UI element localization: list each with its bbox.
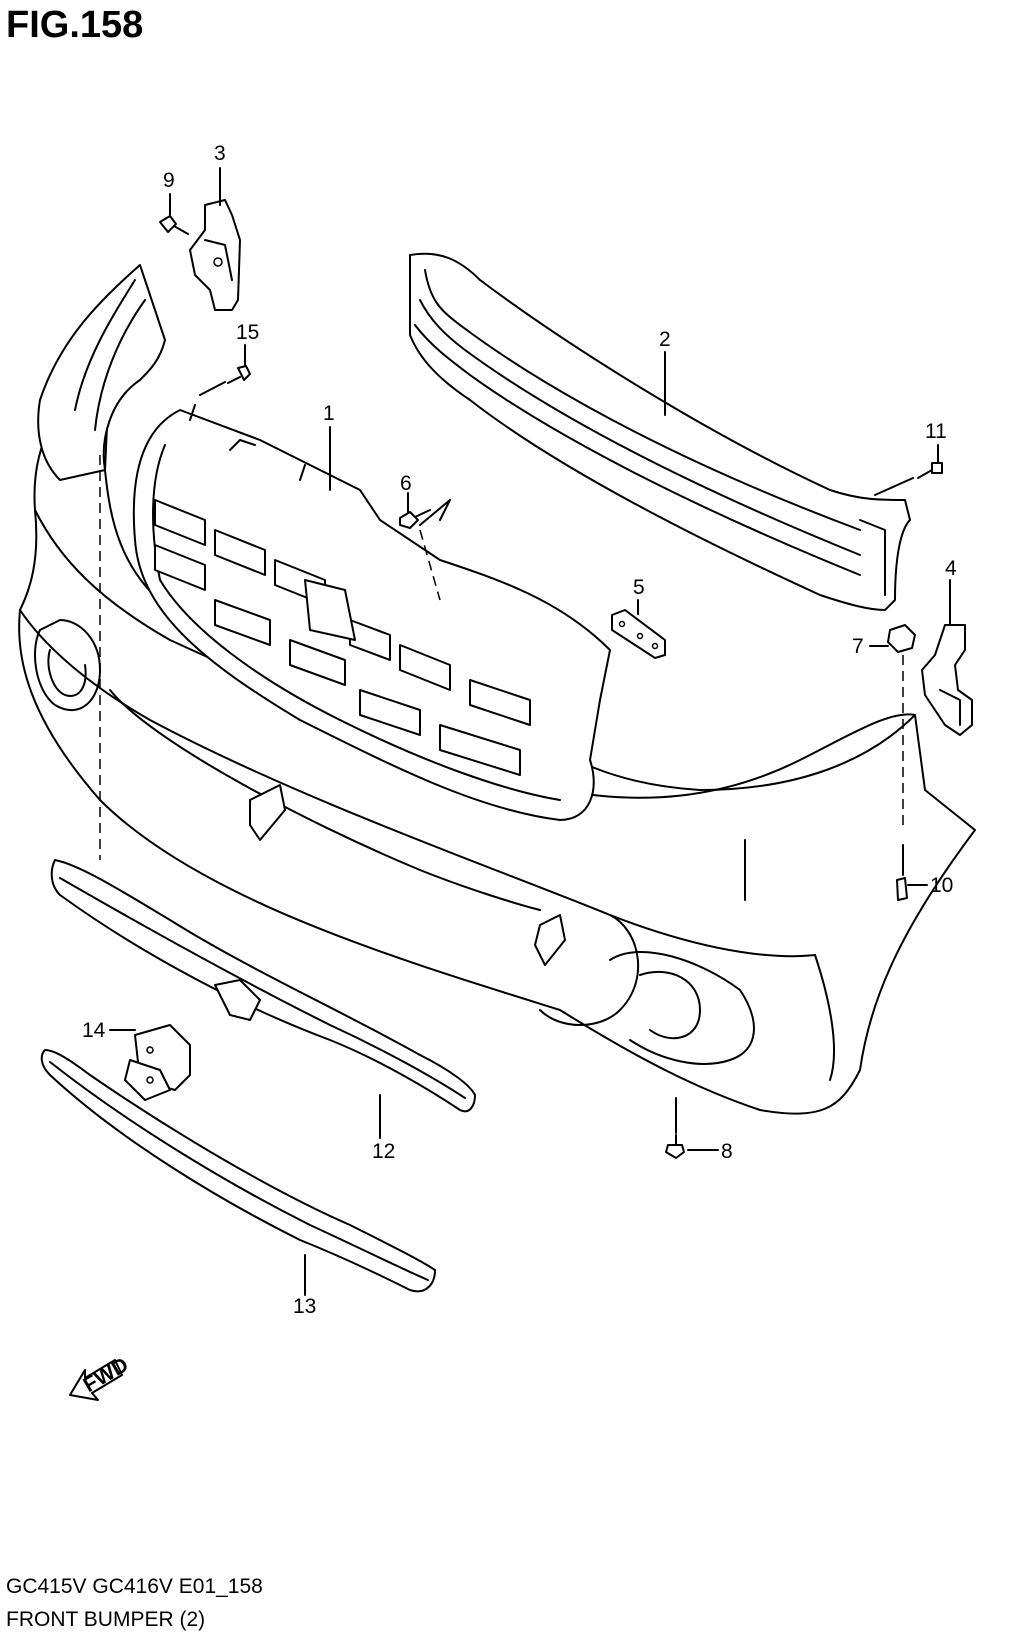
clip-10 bbox=[896, 877, 908, 901]
callout-15: 15 bbox=[236, 321, 259, 344]
callout-12: 12 bbox=[372, 1140, 395, 1163]
callout-11: 11 bbox=[925, 420, 947, 443]
callout-6: 6 bbox=[400, 472, 412, 495]
callout-9: 9 bbox=[163, 169, 175, 192]
callout-5: 5 bbox=[633, 576, 645, 599]
lower-trim-13 bbox=[40, 1049, 436, 1293]
callout-4: 4 bbox=[945, 557, 957, 580]
bracket-3 bbox=[189, 199, 241, 311]
lower-trim-12 bbox=[50, 859, 476, 1113]
screw-9 bbox=[159, 215, 189, 235]
callout-3: 3 bbox=[214, 142, 226, 165]
callout-labels: 3 9 15 1 2 11 6 5 4 7 10 14 12 8 13 bbox=[82, 142, 957, 1318]
plate-5 bbox=[611, 609, 666, 659]
screw-11 bbox=[917, 462, 943, 479]
callout-13: 13 bbox=[293, 1295, 316, 1318]
figure-code: GC415V GC416V E01_158 bbox=[6, 1575, 263, 1598]
figure-title: FIG.158 bbox=[6, 4, 144, 46]
fwd-arrow-icon: FWD bbox=[69, 1353, 132, 1401]
screw-6 bbox=[399, 509, 431, 529]
grille-slats bbox=[154, 499, 531, 776]
callout-7: 7 bbox=[852, 635, 864, 658]
bumper-upper-left bbox=[37, 264, 166, 481]
bracket-14 bbox=[124, 1024, 191, 1101]
grille-assembly bbox=[132, 404, 611, 821]
callout-2: 2 bbox=[659, 328, 671, 351]
clip-7 bbox=[887, 624, 916, 653]
bracket-4 bbox=[921, 624, 973, 736]
figure-name: FRONT BUMPER (2) bbox=[6, 1608, 206, 1631]
leader-lines bbox=[99, 167, 951, 1296]
callout-8: 8 bbox=[721, 1140, 733, 1163]
callout-14: 14 bbox=[82, 1019, 106, 1042]
upper-grille bbox=[409, 252, 911, 611]
callout-1: 1 bbox=[323, 402, 335, 425]
screw-8 bbox=[665, 1134, 685, 1159]
fwd-label: FWD bbox=[79, 1353, 132, 1397]
screw-15 bbox=[227, 365, 251, 384]
callout-10: 10 bbox=[930, 874, 953, 897]
